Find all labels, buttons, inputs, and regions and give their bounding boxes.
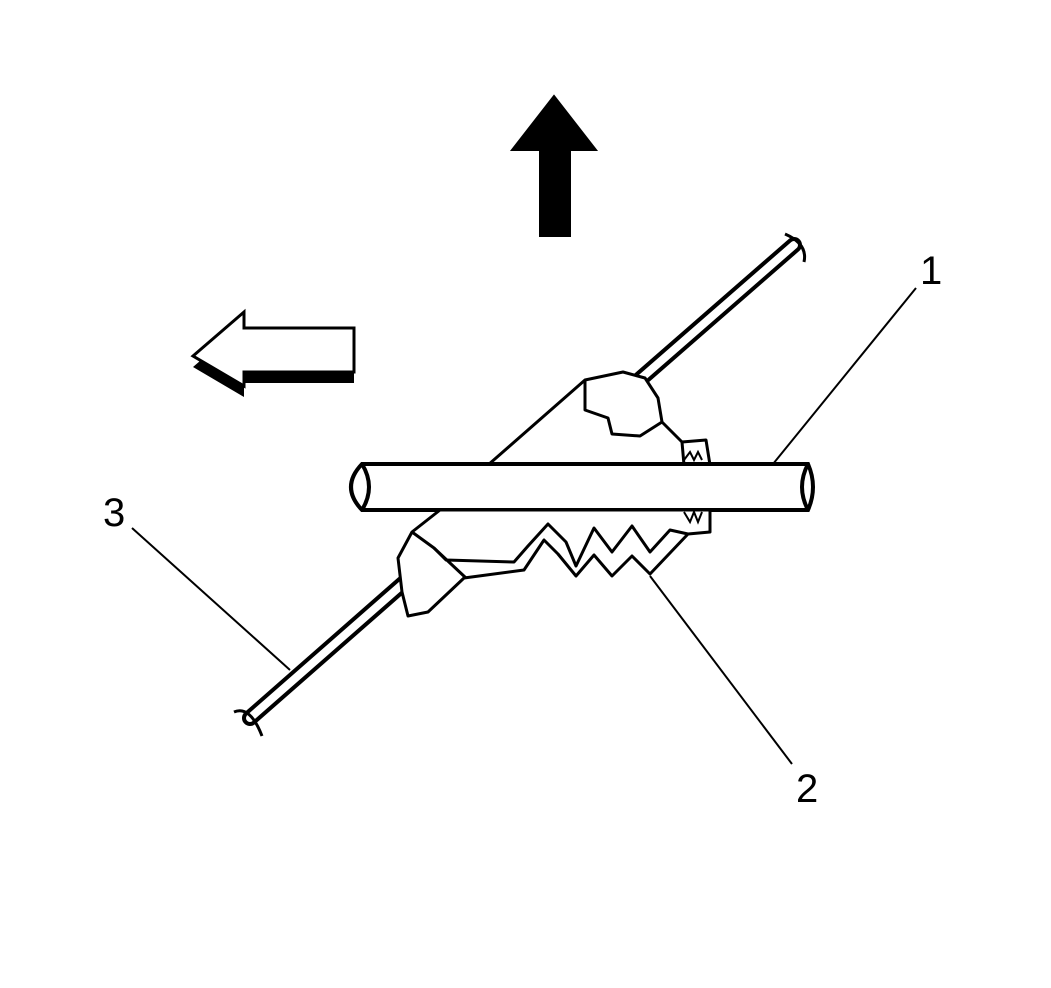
grommet-upper-body bbox=[486, 370, 712, 467]
callout-3: 3 bbox=[103, 491, 125, 535]
callout-2: 2 bbox=[796, 767, 818, 811]
grommet bbox=[396, 508, 712, 618]
callout-1: 1 bbox=[920, 249, 942, 293]
grommet-bar bbox=[349, 462, 815, 512]
upper-rod bbox=[614, 232, 807, 403]
leader-lines bbox=[131, 287, 917, 765]
rod bbox=[233, 567, 421, 737]
left-arrow-icon bbox=[190, 308, 356, 397]
up-arrow-icon bbox=[509, 94, 599, 237]
